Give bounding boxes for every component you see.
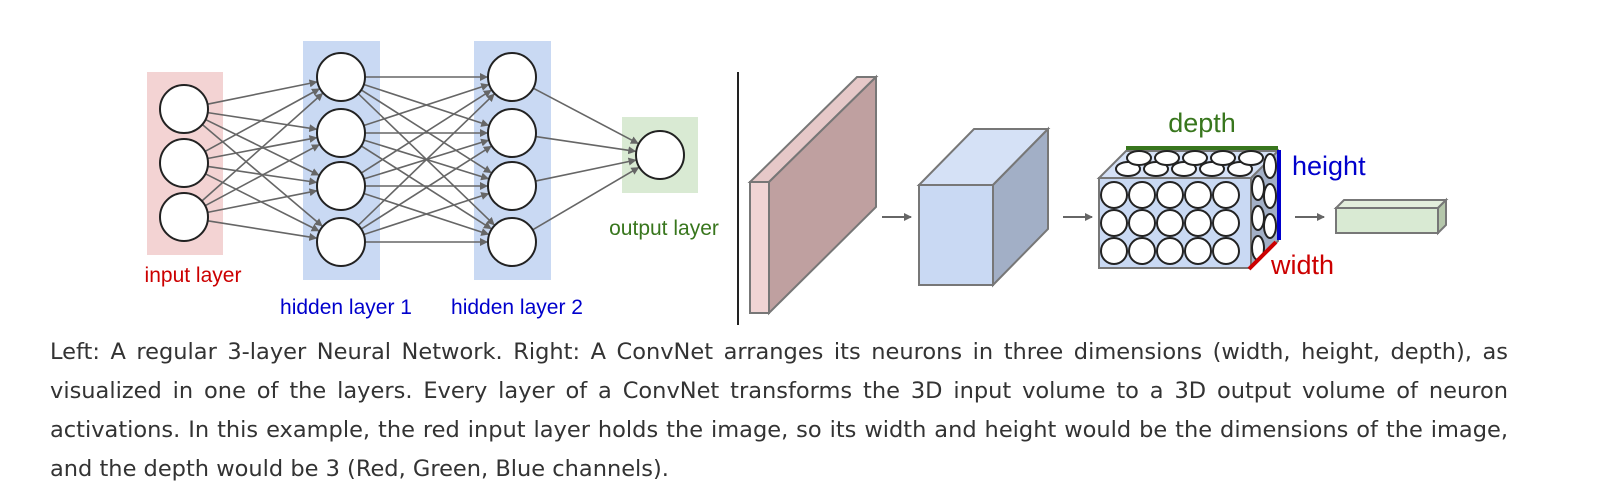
neuron: [1251, 175, 1265, 201]
neuron: [1212, 181, 1240, 209]
connection-line: [535, 135, 637, 155]
neuron: [1128, 181, 1156, 209]
hidden-layer-1-label: hidden layer 1: [280, 296, 412, 319]
neuron: [1263, 183, 1277, 209]
neuron: [1126, 150, 1152, 166]
neuron: [1182, 150, 1208, 166]
connection-line: [201, 92, 324, 202]
connection-line: [363, 192, 490, 236]
neuron: [1251, 205, 1265, 231]
connection-line: [532, 166, 640, 231]
volume-top-neurons: [1115, 150, 1264, 177]
neuron: [1128, 209, 1156, 237]
neuron: [487, 108, 537, 158]
neuron: [159, 84, 209, 134]
convnet-diagram: depth height width: [747, 74, 1449, 316]
connection-line: [207, 188, 318, 214]
connection-line: [207, 79, 318, 105]
connection-line: [360, 89, 492, 174]
neuron: [1156, 237, 1184, 265]
neuron: [159, 192, 209, 242]
neuron: [1184, 209, 1212, 237]
neuron: [316, 52, 366, 102]
hidden-volume: [916, 126, 1051, 288]
connection-line: [363, 83, 490, 127]
neuron: [316, 108, 366, 158]
neuron: [1263, 153, 1277, 179]
output-layer-label: output layer: [609, 217, 719, 240]
hidden-layer-2-label: hidden layer 2: [451, 296, 583, 319]
volume-front-neurons: [1100, 181, 1240, 265]
neuron: [1210, 150, 1236, 166]
width-label: width: [1270, 250, 1334, 280]
neuron: [487, 217, 537, 267]
volume-side-neurons: [1251, 153, 1277, 261]
input-layer-label: input layer: [145, 264, 242, 287]
network-neurons: [159, 52, 685, 267]
neuron: [1100, 181, 1128, 209]
neuron-volume: [1096, 146, 1281, 271]
connection-line: [204, 144, 320, 207]
neuron: [1156, 181, 1184, 209]
neuron: [1212, 209, 1240, 237]
network-connections: [201, 73, 640, 246]
neuron: [1100, 209, 1128, 237]
connection-line: [535, 157, 637, 182]
neuron: [1263, 213, 1277, 239]
neuron: [159, 138, 209, 188]
neuron: [1212, 237, 1240, 265]
connection-line: [360, 145, 492, 230]
figure-caption: Left: A regular 3-layer Neural Network. …: [50, 339, 1508, 482]
neuron: [487, 52, 537, 102]
connection-line: [357, 93, 495, 226]
neuron: [487, 161, 537, 211]
height-label: height: [1292, 151, 1366, 181]
input-volume: [747, 74, 879, 316]
connection-line: [207, 219, 318, 241]
depth-label: depth: [1168, 108, 1236, 138]
neuron: [1100, 237, 1128, 265]
neuron: [1238, 150, 1264, 166]
neuron: [316, 217, 366, 267]
neuron: [635, 130, 685, 180]
width-edge: [1247, 240, 1278, 271]
connection-line: [204, 88, 320, 153]
neuron: [1154, 150, 1180, 166]
neuron: [1184, 237, 1212, 265]
neuron: [316, 161, 366, 211]
connection-line: [532, 87, 639, 145]
output-volume: [1333, 197, 1449, 236]
convnet-figure: input layer hidden layer 1 hidden layer …: [145, 41, 1449, 325]
neuron: [1128, 237, 1156, 265]
neural-network-diagram: input layer hidden layer 1 hidden layer …: [145, 41, 719, 319]
neuron: [1184, 181, 1212, 209]
neuron: [1156, 209, 1184, 237]
